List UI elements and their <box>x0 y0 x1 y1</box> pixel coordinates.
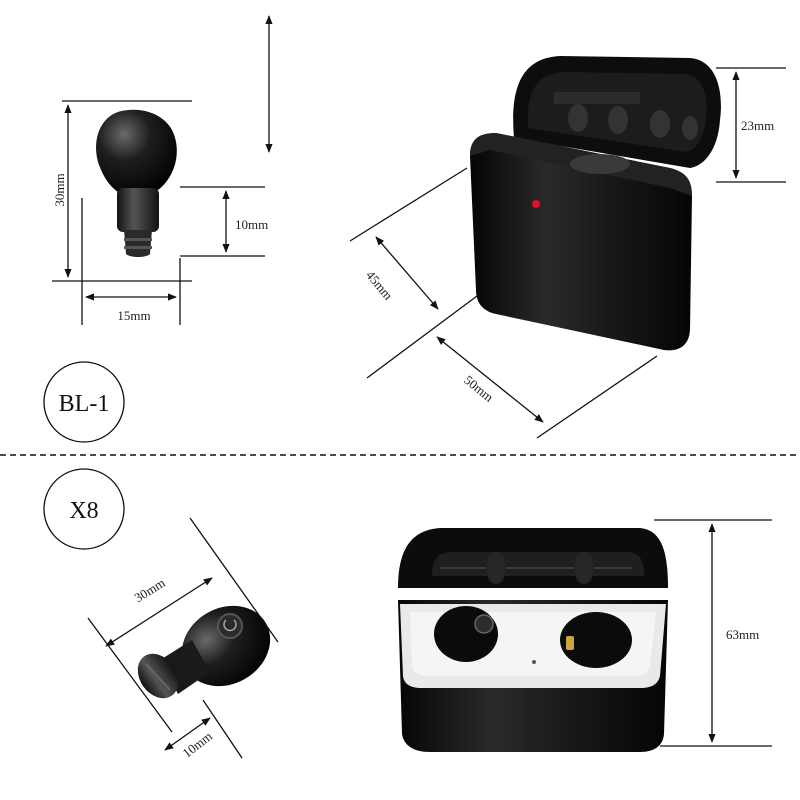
bl1-earbud-dimension-lines <box>52 15 273 325</box>
x8-case-dimension-lines <box>654 519 772 747</box>
x8-earbud-length-label: 30mm <box>132 575 168 605</box>
bl1-earbud-width-label: 15mm <box>117 308 150 323</box>
bl1-earbud-height-label: 30mm <box>52 173 67 206</box>
bl1-case-dimension-lines <box>349 67 786 439</box>
bl1-earbud-tip-label: 10mm <box>235 217 268 232</box>
x8-model-badge <box>43 468 125 550</box>
x8-earbud <box>137 605 271 699</box>
x8-model-label: X8 <box>69 498 98 524</box>
x8-charging-case <box>398 528 668 752</box>
bl1-case-depth-label: 45mm <box>363 268 396 303</box>
bl1-led-indicator <box>532 200 540 208</box>
x8-case-height-label: 63mm <box>726 627 759 642</box>
bl1-model-label: BL-1 <box>59 391 110 417</box>
bl1-case-width-label: 50mm <box>461 372 496 405</box>
bl1-model-badge <box>43 361 125 443</box>
x8-earbud-dimension-lines <box>87 517 279 759</box>
bl1-earbud <box>96 109 177 257</box>
x8-earbud-tip-label: 10mm <box>180 728 215 760</box>
bl1-case-lid-label: 23mm <box>741 118 774 133</box>
bl1-charging-case <box>470 56 721 351</box>
